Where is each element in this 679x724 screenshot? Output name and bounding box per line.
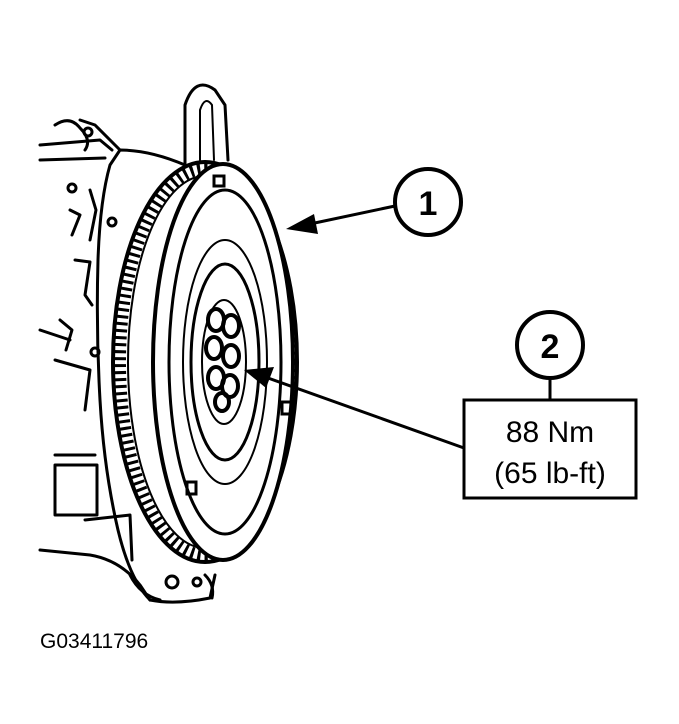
callout-1-arrowhead [286,214,318,234]
callout-2: 2 88 Nm (65 lb-ft) [244,310,638,500]
callout-2-label: 2 [541,328,560,366]
figure-id: G03411796 [40,630,148,653]
torque-imperial: (65 lb-ft) [494,457,606,490]
flywheel-bolts [204,307,241,413]
callout-1: 1 [286,167,463,237]
engine-housing [38,83,230,604]
callout-1-label: 1 [419,185,438,223]
torque-metric: 88 Nm [506,416,594,449]
torque-spec-box [462,398,638,500]
housing-bolt-holes [66,126,203,590]
callout-2-arrowhead [244,367,274,388]
